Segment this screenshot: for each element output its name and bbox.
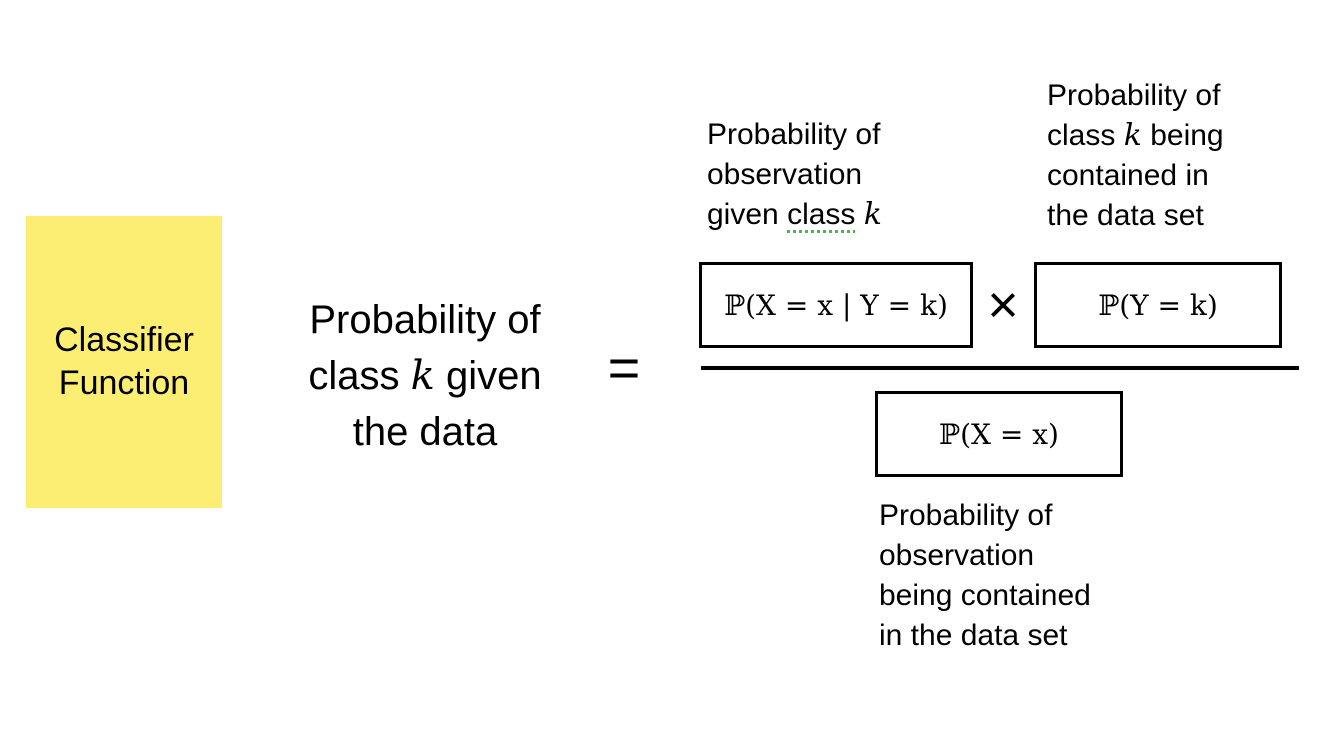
posterior-label: Probability of class k given the data	[270, 292, 580, 460]
posterior-label-line-3: the data	[352, 410, 498, 454]
evidence-annotation-line-1: Probability of	[879, 499, 1053, 532]
evidence-annotation-line-4: in the data set	[879, 619, 1068, 652]
posterior-label-line-1: Probability of	[309, 298, 541, 342]
prior-annotation-line-3: contained in	[1047, 159, 1209, 192]
evidence-annotation-line-3: being contained	[879, 579, 1091, 612]
evidence-formula: ℙ(X = x)	[939, 417, 1059, 451]
prior-annotation-line-1: Probability of	[1047, 79, 1221, 112]
class-variable-k: k	[1123, 118, 1142, 153]
equals-sign: =	[607, 336, 641, 399]
likelihood-annotation: Probability of observation given class k	[707, 115, 882, 235]
classifier-function-box: Classifier Function	[26, 216, 222, 508]
prior-term-box: ℙ(Y = k)	[1034, 262, 1282, 348]
prior-annotation-line-4: the data set	[1047, 199, 1204, 232]
multiplication-sign: ×	[987, 275, 1019, 335]
likelihood-term-box: ℙ(X = x | Y = k)	[699, 262, 973, 348]
classifier-function-label: Classifier Function	[54, 319, 194, 405]
spellcheck-underlined-word: class	[787, 198, 856, 231]
class-variable-k: k	[863, 197, 882, 232]
likelihood-formula: ℙ(X = x | Y = k)	[724, 288, 948, 322]
posterior-label-line-2: class k given	[270, 348, 580, 404]
likelihood-annotation-line-3: given class k	[707, 195, 882, 235]
evidence-annotation: Probability of observation being contain…	[879, 496, 1091, 656]
evidence-term-box: ℙ(X = x)	[875, 391, 1123, 477]
prior-annotation: Probability of class k being contained i…	[1047, 76, 1224, 236]
evidence-annotation-line-2: observation	[879, 539, 1035, 572]
prior-formula: ℙ(Y = k)	[1098, 288, 1218, 322]
prior-annotation-text: class	[1047, 119, 1124, 152]
likelihood-annotation-line-1: Probability of	[707, 118, 881, 151]
classifier-label-line-1: Classifier	[54, 321, 194, 359]
likelihood-annotation-text: given	[707, 198, 788, 231]
posterior-label-text: class	[308, 354, 411, 398]
posterior-label-text-after: given	[434, 354, 542, 398]
fraction-bar	[701, 366, 1299, 370]
class-variable-k: k	[410, 353, 435, 399]
classifier-label-line-2: Function	[58, 364, 190, 402]
likelihood-annotation-space	[855, 198, 863, 231]
prior-annotation-text-after: being	[1141, 119, 1224, 152]
likelihood-annotation-line-2: observation	[707, 158, 863, 191]
prior-annotation-line-2: class k being	[1047, 116, 1224, 156]
